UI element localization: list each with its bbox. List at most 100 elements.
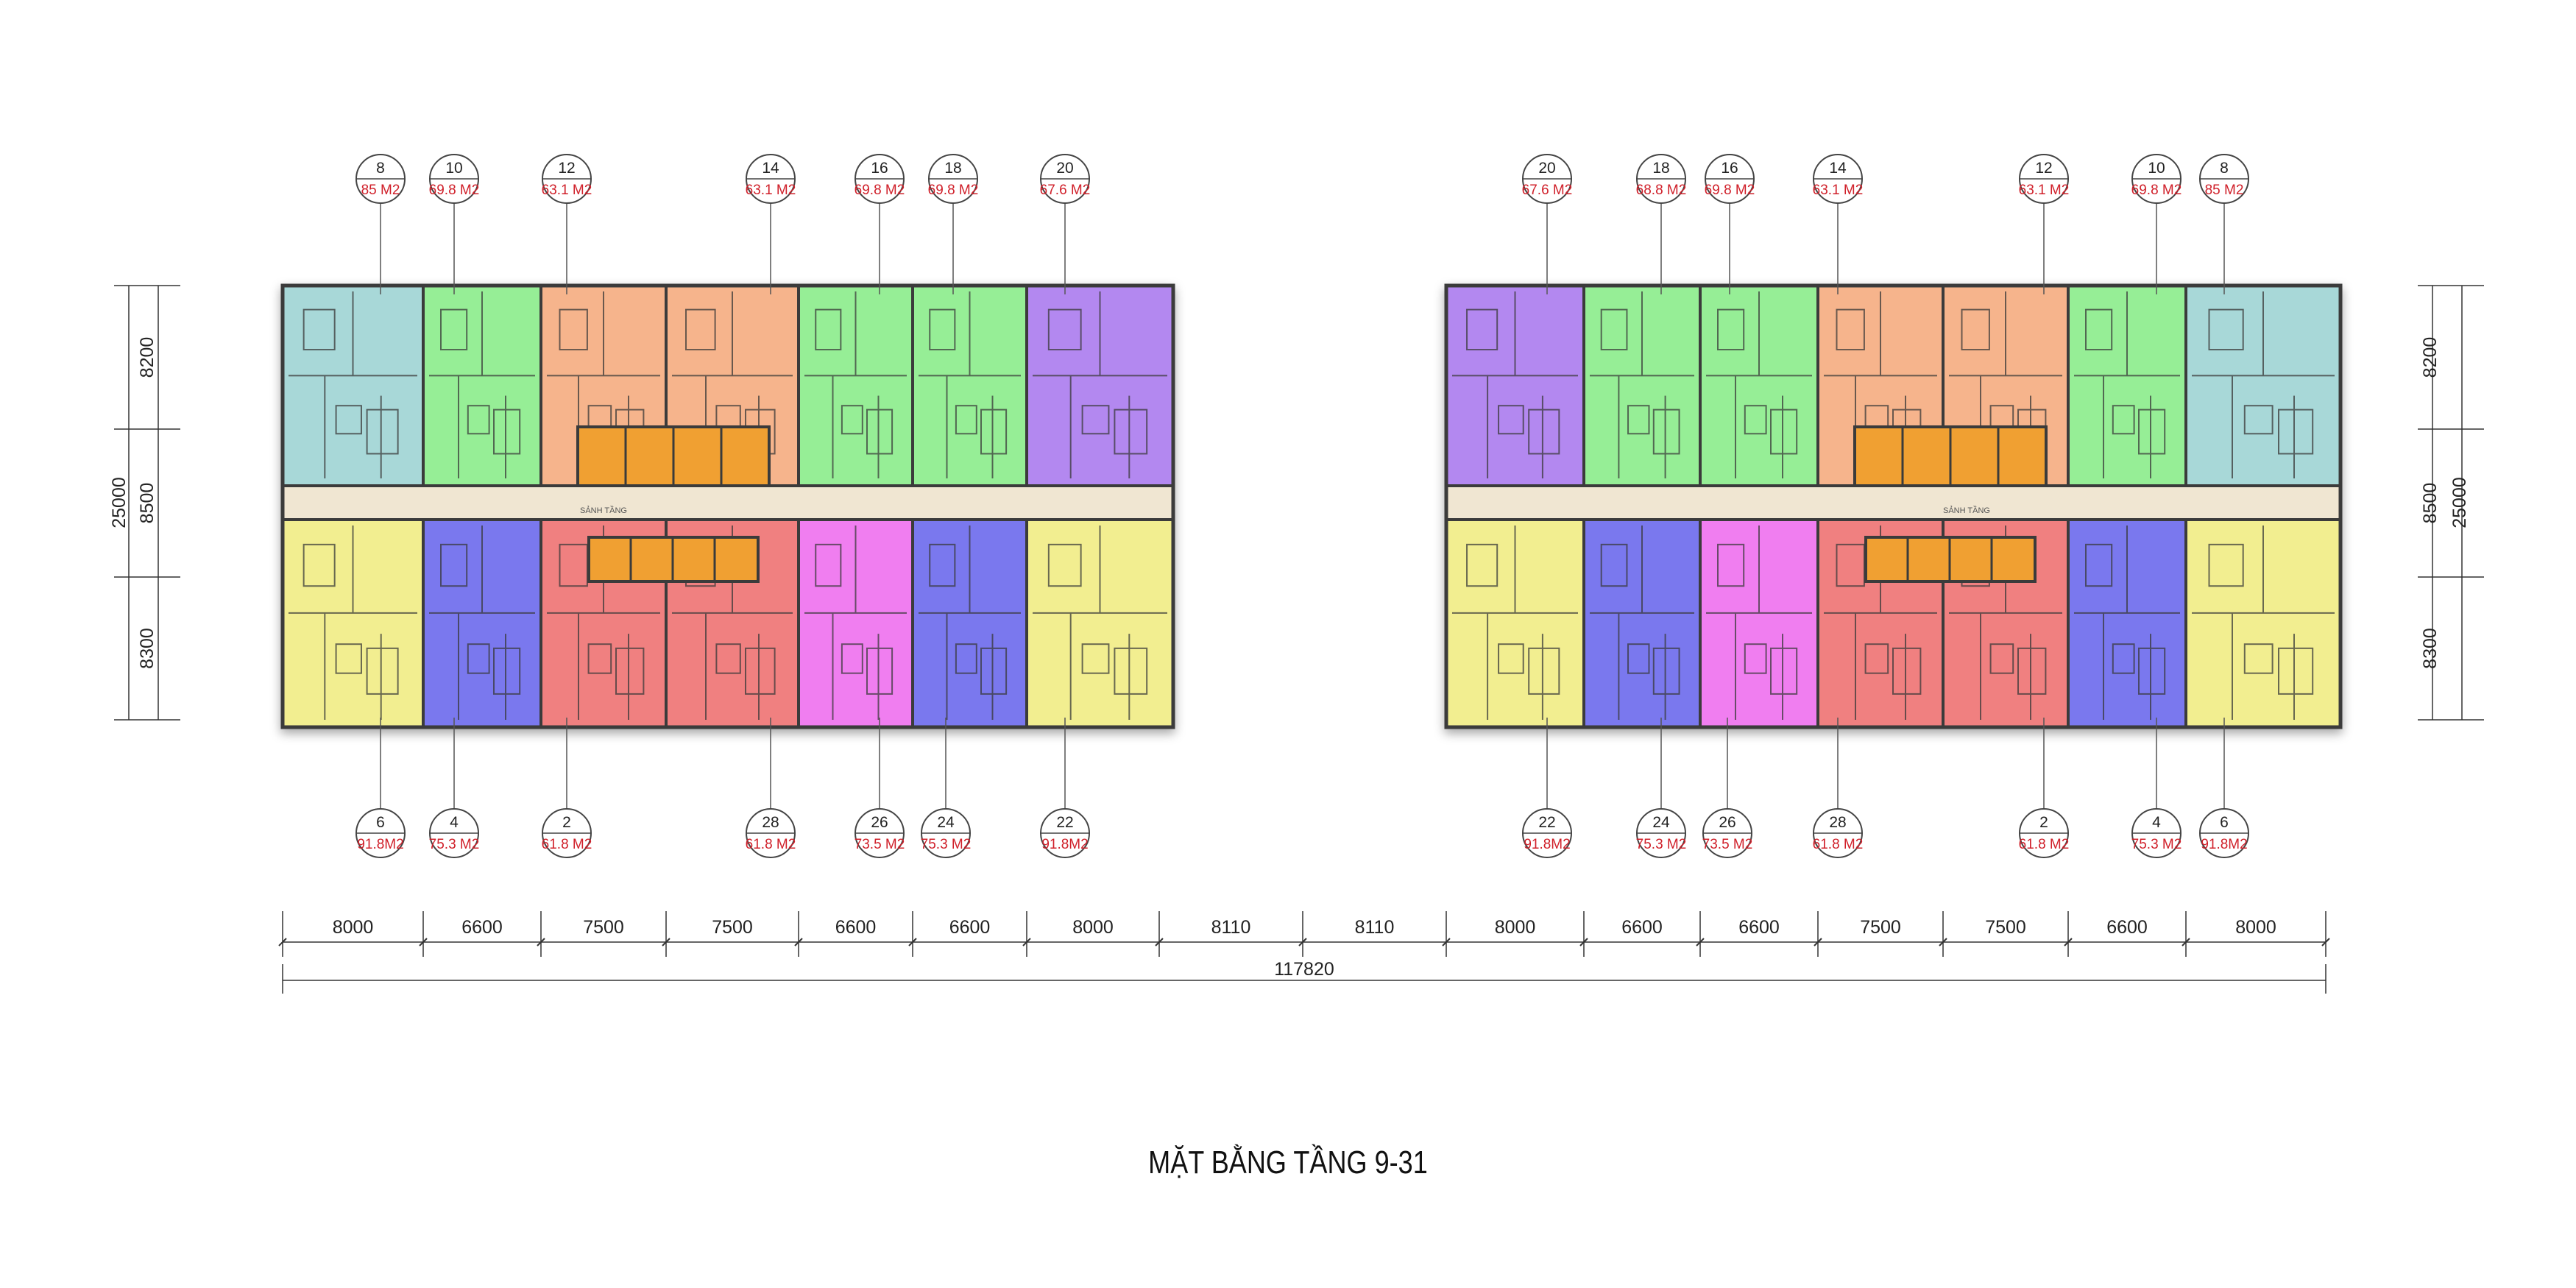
unit-number: 20 (1056, 160, 1073, 177)
unit-number: 16 (1721, 160, 1738, 177)
right-bottom-tag-2: 2 61.8 M2 (2019, 718, 2070, 858)
left-vdim-segment: 8500 (137, 483, 158, 524)
unit-number: 14 (762, 160, 779, 177)
left-vdim-segment: 8200 (137, 337, 158, 378)
unit-area: 69.8 M2 (1705, 183, 1755, 198)
left-block-outline (280, 283, 1175, 729)
unit-number: 28 (762, 814, 779, 831)
right-block-outline (1444, 283, 2343, 729)
unit-number: 12 (558, 160, 575, 177)
left-bottom-tag-28: 28 61.8 M2 (746, 718, 796, 858)
right-vdim-total: 25000 (2449, 477, 2470, 528)
left-bottom-unit-4-rooms (429, 526, 535, 720)
left-bottom-tag-22: 22 91.8M2 (1040, 718, 1090, 858)
right-bottom-tag-24: 24 75.3 M2 (1636, 718, 1687, 858)
hdim-segment: 6600 (2106, 917, 2148, 938)
left-top-tag-8: 885 M2 (355, 154, 406, 294)
unit-area: 61.8 M2 (746, 837, 796, 852)
unit-number: 6 (376, 814, 385, 831)
hdim-segment: 7500 (712, 917, 753, 938)
left-top-unit-20-rooms (1033, 291, 1167, 478)
unit-area: 61.8 M2 (2019, 837, 2070, 852)
hdim-segment: 6600 (461, 917, 503, 938)
unit-number: 18 (1652, 160, 1669, 177)
left-top-unit-18-rooms (919, 291, 1021, 478)
unit-number: 26 (871, 814, 888, 831)
right-top-tag-16: 16 69.8 M2 (1705, 154, 1755, 294)
right-vdim-segment: 8300 (2420, 628, 2441, 669)
unit-area: 75.3 M2 (921, 837, 972, 852)
hdim-segment: 6600 (835, 917, 877, 938)
unit-area: 69.8 M2 (429, 183, 480, 198)
left-building-block (280, 283, 1175, 729)
unit-number: 24 (1652, 814, 1670, 831)
unit-area: 63.1 M2 (746, 183, 796, 198)
unit-area: 75.3 M2 (429, 837, 480, 852)
hdim-segment: 6600 (949, 917, 991, 938)
right-top-unit-8-rooms (2192, 291, 2335, 478)
unit-area: 85 M2 (2205, 183, 2244, 198)
unit-number: 6 (2220, 814, 2229, 831)
hdim-total: 117820 (1274, 959, 1334, 980)
hdim-segment: 8000 (1072, 917, 1114, 938)
unit-area: 91.8M2 (1524, 837, 1570, 852)
right-top-tag-8: 8 85 M2 (2199, 154, 2249, 294)
unit-area: 67.6 M2 (1522, 183, 1573, 198)
unit-area: 91.8M2 (1041, 837, 1088, 852)
unit-area: 91.8M2 (357, 837, 403, 852)
unit-area: 75.3 M2 (2131, 837, 2182, 852)
hdim-segment: 7500 (1860, 917, 1901, 938)
left-bottom-tag-4: 475.3 M2 (429, 718, 480, 858)
right-vdim-segment: 8500 (2420, 483, 2441, 524)
unit-area: 85 M2 (361, 183, 400, 198)
left-bottom-unit-24-rooms (919, 526, 1021, 720)
left-top-tag-18: 18 69.8 M2 (928, 154, 979, 294)
unit-area: 69.8 M2 (928, 183, 979, 198)
right-top-unit-18-rooms (1590, 291, 1694, 478)
left-bottom-unit-26-rooms (804, 526, 907, 720)
right-top-unit-10-rooms (2074, 291, 2180, 478)
unit-number: 18 (944, 160, 961, 177)
unit-number: 22 (1538, 814, 1555, 831)
unit-number: 22 (1056, 814, 1073, 831)
left-vdim-total: 25000 (109, 477, 130, 528)
left-bottom-unit-22-rooms (1033, 526, 1167, 720)
unit-area: 63.1 M2 (2019, 183, 2070, 198)
left-top-tag-12: 12 63.1 M2 (542, 154, 592, 294)
unit-number: 2 (2039, 814, 2048, 831)
hdim-segment: 6600 (1738, 917, 1780, 938)
left-vdim-segment: 8300 (137, 628, 158, 669)
hdim-segment: 8000 (1495, 917, 1536, 938)
unit-area: 63.1 M2 (542, 183, 592, 198)
left-bottom-tag-2: 261.8 M2 (542, 718, 592, 858)
unit-number: 8 (2220, 160, 2229, 177)
right-top-unit-20-rooms (1452, 291, 1578, 478)
hdim-segment: 8000 (2235, 917, 2276, 938)
left-top-unit-16-rooms (804, 291, 907, 478)
hdim-segment: 7500 (1985, 917, 2026, 938)
unit-number: 26 (1719, 814, 1735, 831)
unit-area: 75.3 M2 (1636, 837, 1687, 852)
left-bottom-tag-6: 6 91.8M2 (355, 718, 406, 858)
unit-area: 68.8 M2 (1636, 183, 1687, 198)
left-top-unit-10-rooms (429, 291, 535, 478)
right-building-block (1444, 283, 2343, 729)
right-bottom-unit-26-rooms (1706, 526, 1812, 720)
lobby-label-left: SẢNH TẦNG (580, 506, 627, 515)
right-bottom-unit-24-rooms (1590, 526, 1694, 720)
hdim-segment: 6600 (1621, 917, 1663, 938)
unit-number: 4 (2152, 814, 2161, 831)
right-bottom-tag-22: 22 91.8M2 (1522, 718, 1572, 858)
unit-number: 24 (937, 814, 955, 831)
unit-number: 10 (2148, 160, 2165, 177)
right-bottom-unit-2-rooms (1949, 526, 2062, 720)
